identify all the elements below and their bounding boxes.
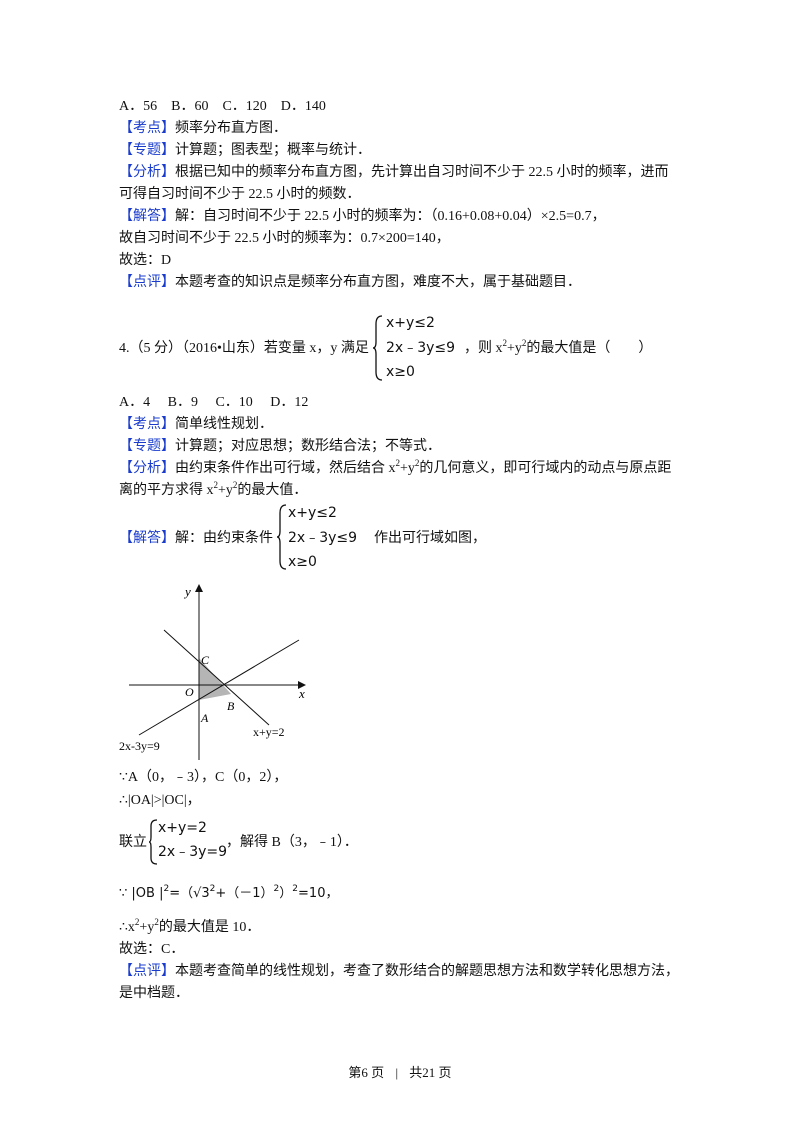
max-value: ∴x2+y2的最大值是 10．: [119, 917, 261, 936]
fenxi-text: 根据已知中的频率分布直方图，先计算出自习时间不少于 22.5 小时的频率，进而: [175, 165, 669, 180]
zhuanti-text: 计算题；图表型；概率与统计．: [175, 143, 371, 158]
q4-jieda-brace: [276, 504, 287, 570]
q4-jieda-eq1: x+y≤2: [288, 505, 337, 521]
q4-system-brace: [372, 315, 383, 381]
q4-dianping-line2: 是中档题．: [119, 986, 189, 1001]
q3-options: A．56 B．60 C．120 D．140: [119, 99, 326, 114]
zhuanti-tag: 【专题】: [119, 143, 175, 158]
line-x-plus-y-2: [163, 629, 270, 726]
q4-dianping: 【点评】本题考查简单的线性规划，考查了数形结合的解题思想方法和数学转化思想方法，: [119, 964, 679, 979]
point-b-label: B: [227, 699, 235, 713]
jieda-text: 解：自习时间不少于 22.5 小时的频率为：（0.16+0.08+0.04）×2…: [175, 209, 606, 224]
kaodian-tag: 【考点】: [119, 121, 175, 136]
q4-zhuanti: 【专题】计算题；对应思想；数形结合法；不等式．: [119, 439, 441, 454]
q4-stem-suffix: ，则 x2+y2的最大值是（ ）: [464, 338, 653, 357]
q4-jieda-eq3: x≥0: [288, 554, 317, 570]
solve-b: ，解得 B（3，﹣1）．: [226, 835, 358, 850]
q4-system-eq2: 2x﹣3y≤9: [386, 340, 456, 356]
feasible-region-figure: y x O C A B x+y=2 2x-3y=9: [119, 584, 306, 760]
q3-kaodian: 【考点】频率分布直方图．: [119, 119, 287, 139]
page-total: 共21 页: [409, 1065, 452, 1080]
x-axis-label: x: [298, 686, 305, 701]
q3-jieda-line2: 故自习时间不少于 22.5 小时的频率为：0.7×200=140，: [119, 231, 450, 246]
kaodian-text: 频率分布直方图．: [175, 121, 287, 136]
q4-system-eq1: x+y≤2: [386, 315, 435, 331]
line1-label: x+y=2: [253, 725, 285, 739]
ob-formula: ∵ |OB |2=（√32+（－1）2）2=10，: [119, 884, 339, 902]
q4-kaodian: 【考点】简单线性规划．: [119, 417, 273, 432]
q3-jieda-line3: 故选：D: [119, 253, 172, 268]
q4-fenxi: 【分析】由约束条件作出可行域，然后结合 x2+y2的几何意义，即可行域内的动点与…: [119, 458, 672, 477]
line-2x-minus-3y-9: [138, 639, 300, 736]
q4-options: A．4 B．9 C．10 D．12: [119, 395, 309, 410]
q3-zhuanti: 【专题】计算题；图表型；概率与统计．: [119, 141, 371, 161]
q3-dianping: 【点评】本题考查的知识点是频率分布直方图，难度不大，属于基础题目．: [119, 273, 581, 293]
y-axis-label: y: [183, 584, 191, 599]
because-a-c: ∵A（0，﹣3），C（0，2），: [119, 770, 288, 785]
q4-jieda-suffix: 作出可行域如图，: [374, 531, 486, 546]
therefore-oa-oc: ∴|OA|>|OC|，: [119, 793, 201, 808]
dianping-tag: 【点评】: [119, 275, 175, 290]
q4-fenxi-line2: 离的平方求得 x2+y2的最大值．: [119, 480, 308, 499]
q4-jieda: 【解答】解：由约束条件: [119, 531, 273, 546]
page-number: 第6 页: [348, 1065, 385, 1080]
origin-label: O: [185, 685, 194, 699]
q3-jieda: 【解答】解：自习时间不少于 22.5 小时的频率为：（0.16+0.08+0.0…: [119, 207, 606, 227]
dianping-text: 本题考查的知识点是频率分布直方图，难度不大，属于基础题目．: [175, 275, 581, 290]
footer-separator: |: [395, 1065, 399, 1080]
choose-answer: 故选：C．: [119, 942, 185, 957]
lianli-eq1: x+y=2: [158, 820, 207, 836]
q4-system-eq3: x≥0: [386, 364, 415, 380]
lianli-eq2: 2x﹣3y=9: [158, 844, 228, 860]
q4-stem-prefix: 4.（5 分）（2016•山东）若变量 x，y 满足: [119, 341, 369, 356]
q3-fenxi: 【分析】根据已知中的频率分布直方图，先计算出自习时间不少于 22.5 小时的频率…: [119, 163, 669, 183]
lianli-brace: [148, 819, 158, 865]
q4-jieda-eq2: 2x﹣3y≤9: [288, 530, 358, 546]
page-footer: 第6 页 | 共21 页: [0, 1062, 800, 1081]
point-a-label: A: [200, 711, 209, 725]
line2-label: 2x-3y=9: [119, 739, 160, 753]
jieda-tag: 【解答】: [119, 209, 175, 224]
lianli-label: 联立: [119, 835, 147, 850]
q3-fenxi-line2: 可得自习时间不少于 22.5 小时的频数．: [119, 187, 361, 202]
point-c-label: C: [201, 653, 210, 667]
fenxi-tag: 【分析】: [119, 165, 175, 180]
